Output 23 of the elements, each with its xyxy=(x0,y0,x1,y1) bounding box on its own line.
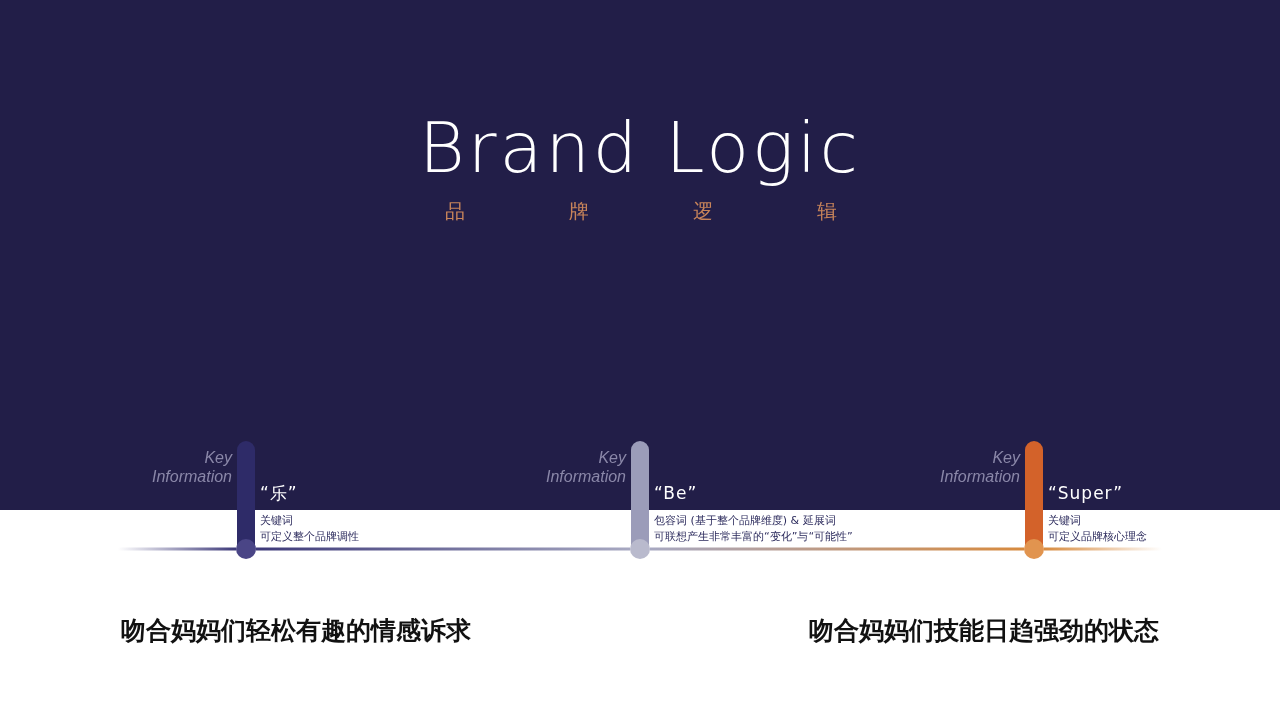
keyword-label: “Be” xyxy=(654,482,698,505)
marker-pill xyxy=(630,441,650,559)
key-information-label: Key Information xyxy=(938,448,1020,486)
description-text: 可联想产生非常丰富的“变化”与“可能性” xyxy=(654,529,853,544)
timeline-line xyxy=(118,547,236,551)
description-text: 可定义整个品牌调性 xyxy=(260,529,359,544)
description-text: 包容词 (基于整个品牌维度) & 延展词 xyxy=(654,513,836,528)
description-text: 可定义品牌核心理念 xyxy=(1048,529,1147,544)
key-information-label: Key Information xyxy=(150,448,232,486)
key-information-label: Key Information xyxy=(544,448,626,486)
description-text: 关键词 xyxy=(1048,513,1081,528)
marker-pill xyxy=(1024,441,1044,559)
subtitle-text: 品牌逻辑 xyxy=(445,198,837,224)
timeline-line xyxy=(650,547,1024,551)
timeline-line xyxy=(256,547,630,551)
description-text: 关键词 xyxy=(260,513,293,528)
title-text: Brand Logic xyxy=(418,106,862,190)
slogan-text: 吻合妈妈们技能日趋强劲的状态 xyxy=(809,615,1159,647)
keyword-label: “Super” xyxy=(1048,482,1124,505)
marker-pill xyxy=(236,441,256,559)
keyword-label: “乐” xyxy=(260,482,298,505)
slogan-text: 吻合妈妈们轻松有趣的情感诉求 xyxy=(121,615,471,647)
timeline-line xyxy=(1044,547,1162,551)
